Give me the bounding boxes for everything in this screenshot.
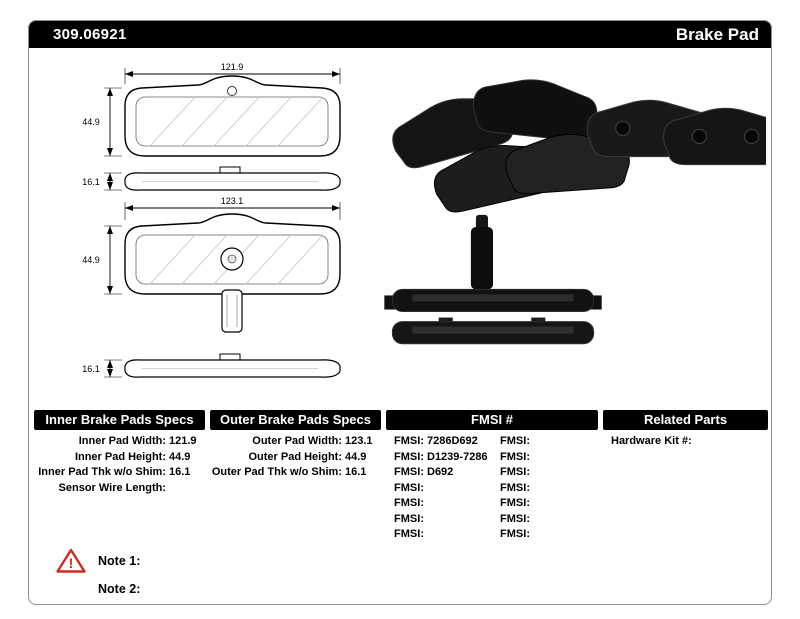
fmsi-label: FMSI: (394, 450, 424, 463)
fmsi-row: FMSI: 7286D692 (386, 435, 492, 449)
specs-table: Inner Brake Pads Specs Inner Pad Width: … (34, 410, 768, 542)
spec-value: 44.9 (345, 450, 367, 463)
fmsi-value (530, 497, 533, 511)
related-parts-header: Related Parts (603, 410, 768, 430)
fmsi-row: FMSI: (492, 482, 598, 496)
title-bar: 309.06921 Brake Pad (29, 21, 771, 48)
spec-value (166, 482, 169, 496)
related-parts-column: Related Parts Hardware Kit #: (603, 410, 768, 542)
spec-value: 16.1 (169, 466, 191, 478)
fmsi-label: FMSI: (394, 512, 424, 525)
fmsi-row: FMSI: (386, 497, 492, 511)
fmsi-right-subcolumn: FMSI: FMSI: FMSI: FMSI: FMSI: (492, 435, 598, 542)
fmsi-row: FMSI: (492, 528, 598, 542)
related-part-label: Hardware Kit #: (611, 435, 692, 447)
fmsi-value (530, 466, 533, 480)
spec-row: Outer Pad Width: 123.1 (210, 435, 381, 449)
fmsi-label: FMSI: (500, 435, 530, 447)
fmsi-value (424, 513, 427, 527)
related-part-value (692, 435, 695, 449)
fmsi-label: FMSI: (500, 497, 530, 509)
inner-pad-height-dim: 44.9 (82, 117, 100, 127)
warning-exclamation-glyph: ! (69, 555, 74, 571)
note-2-label: Note 2: (98, 582, 141, 596)
fmsi-label: FMSI: (500, 450, 530, 463)
notes-section: ! Note 1: Note 2: (56, 548, 140, 596)
spec-label: Inner Pad Width: (78, 435, 166, 447)
technical-drawings: 121.9 44.9 16.1 123.1 44.9 16.1 (82, 62, 341, 378)
spec-label: Outer Pad Height: (248, 450, 342, 463)
fmsi-label: FMSI: (394, 481, 424, 494)
fmsi-row: FMSI: (492, 435, 598, 449)
fmsi-row: FMSI: D692 (386, 466, 492, 480)
spec-value: 123.1 (345, 435, 373, 447)
part-number: 309.06921 (53, 26, 127, 43)
note-1-label: Note 1: (98, 554, 141, 568)
outer-pad-width-dim: 123.1 (221, 196, 244, 206)
pad-pair-with-sensor-photo (384, 214, 602, 345)
fmsi-value (424, 528, 427, 542)
fmsi-row: FMSI: D1239-7286 (386, 451, 492, 465)
spec-label: Inner Pad Height: (74, 450, 166, 463)
fmsi-label: FMSI: (500, 512, 530, 525)
outer-specs-header: Outer Brake Pads Specs (210, 410, 381, 430)
fmsi-value (530, 451, 533, 465)
spec-row: Inner Pad Thk w/o Shim: 16.1 (34, 466, 205, 480)
fmsi-label: FMSI: (394, 435, 424, 447)
spec-label: Outer Pad Width: (252, 435, 342, 447)
fmsi-row: FMSI: (492, 513, 598, 527)
spec-row: Inner Pad Width: 121.9 (34, 435, 205, 449)
outer-pad-height-dim: 44.9 (82, 255, 100, 265)
spec-value: 44.9 (169, 450, 191, 463)
fmsi-label: FMSI: (500, 481, 530, 494)
fmsi-label: FMSI: (394, 528, 424, 540)
fmsi-header: FMSI # (386, 410, 598, 430)
fmsi-label: FMSI: (500, 528, 530, 540)
outer-specs-column: Outer Brake Pads Specs Outer Pad Width: … (210, 410, 381, 542)
spec-row: Inner Pad Height: 44.9 (34, 451, 205, 465)
fmsi-row: FMSI: (492, 466, 598, 480)
spec-value: 16.1 (345, 466, 367, 478)
fmsi-row: FMSI: (492, 451, 598, 465)
fmsi-column: FMSI # FMSI: 7286D692 FMSI: D1239-7286 F… (386, 410, 598, 542)
page-title: Brake Pad (675, 24, 759, 44)
fmsi-row: FMSI: (492, 497, 598, 511)
inner-specs-column: Inner Brake Pads Specs Inner Pad Width: … (34, 410, 205, 542)
sensor-drawing (221, 289, 243, 333)
inner-specs-header: Inner Brake Pads Specs (34, 410, 205, 430)
fmsi-value: 7286D692 (427, 435, 478, 447)
fmsi-value (424, 497, 427, 511)
fmsi-value (530, 435, 533, 449)
spec-label: Inner Pad Thk w/o Shim: (38, 466, 166, 478)
fmsi-left-subcolumn: FMSI: 7286D692 FMSI: D1239-7286 FMSI: D6… (386, 435, 492, 542)
fmsi-value (530, 528, 533, 542)
spec-value: 121.9 (169, 435, 197, 447)
spec-label: Outer Pad Thk w/o Shim: (211, 466, 342, 478)
backing-plate-photo (663, 107, 766, 166)
related-part-row: Hardware Kit #: (603, 435, 768, 449)
fmsi-row: FMSI: (386, 528, 492, 542)
fmsi-value (424, 482, 427, 496)
fmsi-value: D1239-7286 (427, 450, 488, 463)
fmsi-value (530, 513, 533, 527)
warning-icon: ! (56, 548, 86, 573)
page-frame: 309.06921 Brake Pad (28, 20, 772, 605)
spec-label: Sensor Wire Length: (58, 481, 166, 494)
fmsi-label: FMSI: (500, 466, 530, 478)
outer-pad-thickness-dim: 16.1 (82, 364, 100, 374)
fmsi-value: D692 (427, 466, 454, 478)
spec-row: Outer Pad Height: 44.9 (210, 451, 381, 465)
inner-pad-width-dim: 121.9 (221, 62, 244, 72)
fmsi-row: FMSI: (386, 513, 492, 527)
spec-row: Outer Pad Thk w/o Shim: 16.1 (210, 466, 381, 480)
fmsi-label: FMSI: (394, 466, 424, 478)
spec-row: Sensor Wire Length: (34, 482, 205, 496)
fmsi-value (530, 482, 533, 496)
fmsi-label: FMSI: (394, 497, 424, 509)
inner-pad-thickness-dim: 16.1 (82, 177, 100, 187)
fmsi-row: FMSI: (386, 482, 492, 496)
product-photos (384, 73, 766, 345)
